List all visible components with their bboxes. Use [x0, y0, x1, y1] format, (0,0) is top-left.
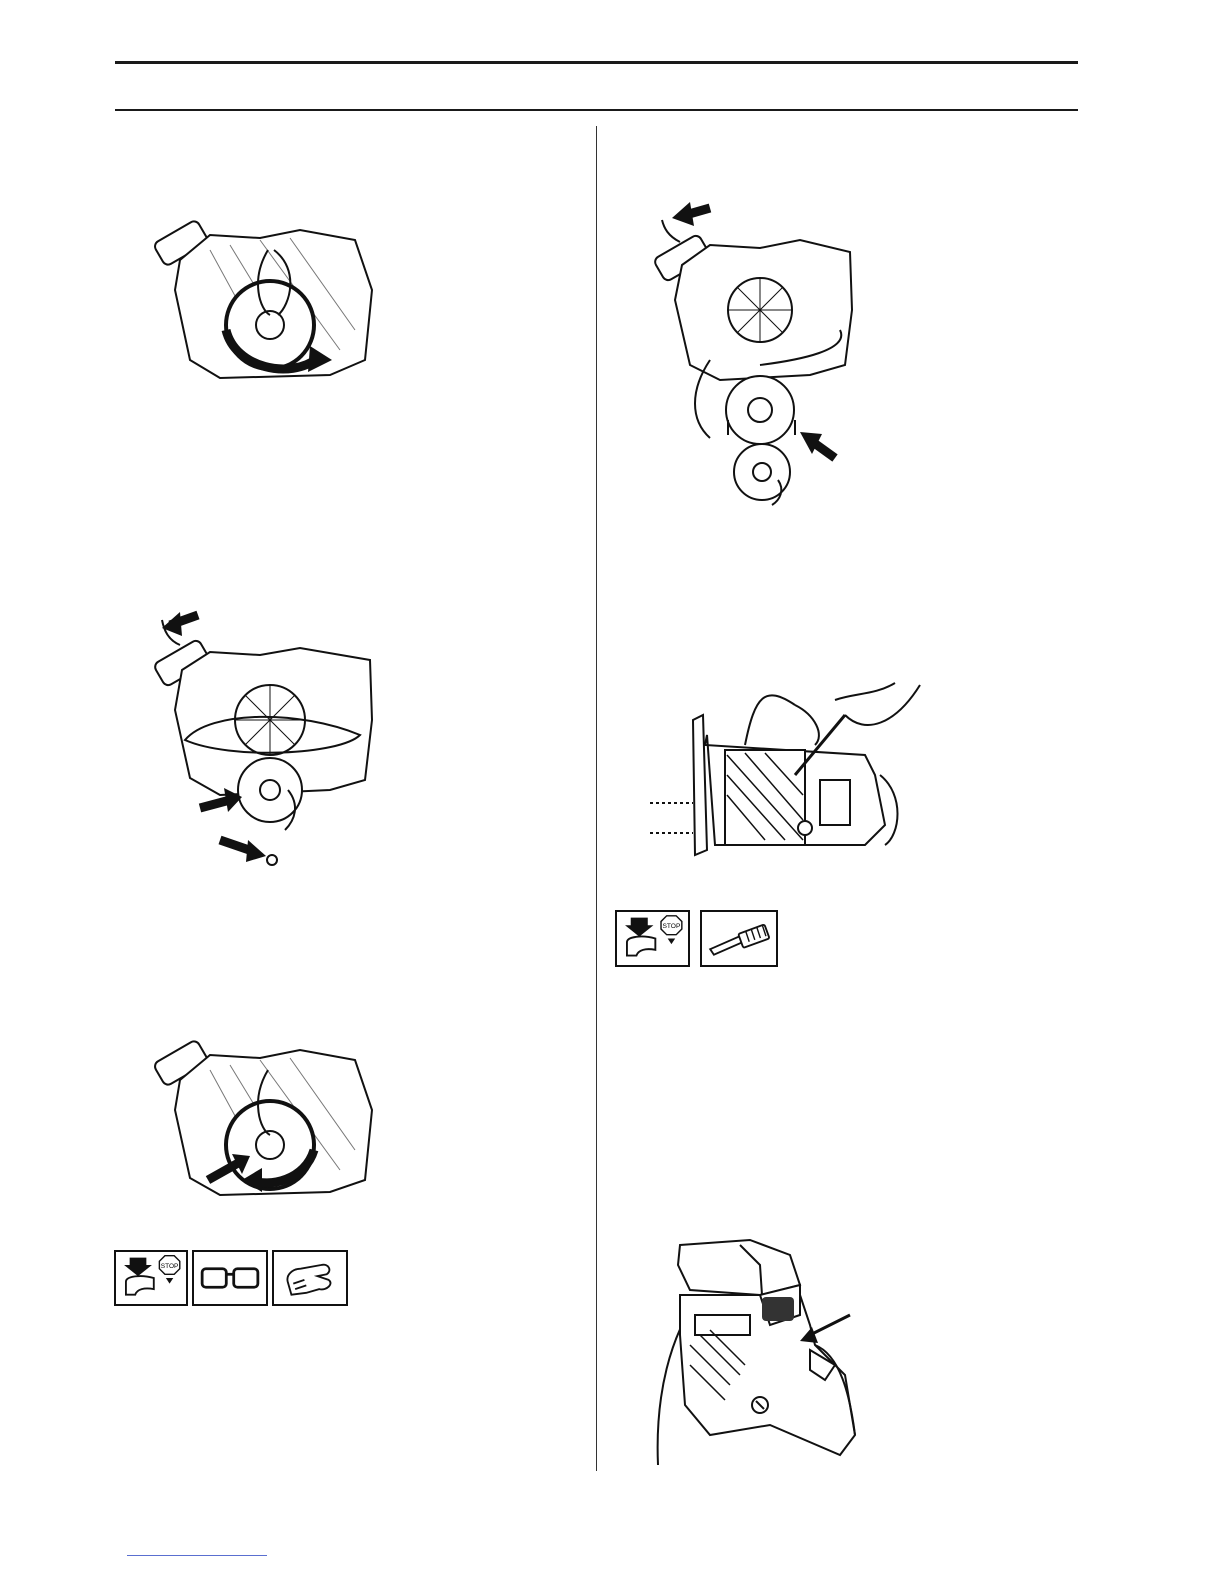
stop-label-right: STOP — [662, 923, 680, 930]
column-divider — [596, 126, 597, 1471]
figure-starter-remove-pulley — [150, 590, 380, 870]
figure-chainsaw-top-cover-arrow — [650, 1235, 865, 1465]
safety-glasses-icon — [192, 1250, 268, 1306]
protective-glove-icon — [272, 1250, 348, 1306]
figure-starter-rotate-clockwise — [150, 210, 380, 390]
stop-switch-icon-right: STOP — [615, 910, 690, 967]
figure-starter-rotate-counterclockwise — [150, 1030, 380, 1200]
stop-switch-icon: STOP — [114, 1250, 188, 1306]
figure-starter-spring-cassette-exploded — [650, 190, 860, 515]
footer-link-underline[interactable] — [127, 1555, 267, 1556]
stop-label: STOP — [161, 1263, 179, 1270]
figure-cylinder-cooling-fins-cleaning — [645, 675, 930, 865]
header-rule-top — [115, 61, 1078, 64]
cleaning-brush-icon — [700, 910, 778, 967]
header-rule-bottom — [115, 109, 1078, 111]
